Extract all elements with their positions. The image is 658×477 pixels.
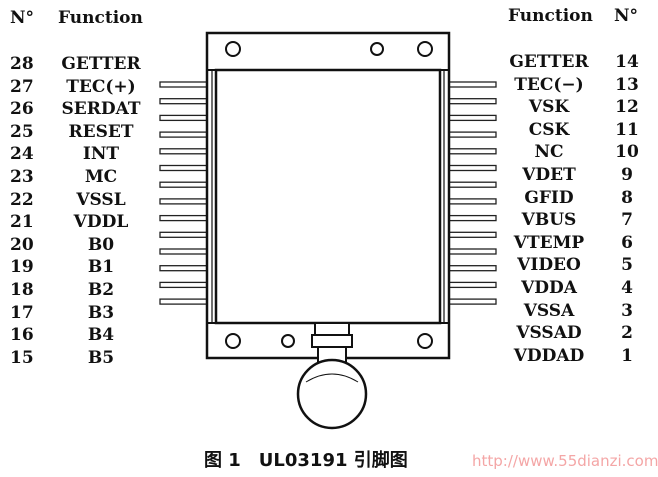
pin-number: 26 [10, 99, 34, 120]
pin-number: 2 [621, 323, 633, 344]
pin-number: 25 [10, 121, 34, 142]
pin-function: CSK [528, 119, 570, 140]
pin-function: VDDA [521, 278, 577, 298]
mounting-hole-bottom-middle [281, 334, 295, 348]
pin-function: VIDEO [517, 255, 581, 276]
pin-number: 5 [621, 255, 633, 276]
pin-function: B1 [87, 257, 115, 278]
pin-number: 8 [621, 187, 633, 208]
pin-number: 3 [621, 300, 633, 321]
pin-function: B4 [87, 325, 115, 346]
right-function-header: Function [508, 6, 593, 26]
pin-number: 22 [10, 189, 34, 210]
pin-function: VDDL [73, 212, 129, 233]
pin-function: B0 [87, 234, 115, 255]
pin-number: 10 [615, 142, 639, 163]
pin-function: VTEMP [513, 232, 585, 253]
mounting-hole-top-right [417, 41, 433, 57]
pin-function: VSSA [523, 300, 575, 321]
mounting-hole-top-left [225, 41, 241, 57]
pin-number: 4 [621, 278, 633, 298]
mounting-hole-bottom-right [417, 333, 433, 349]
pin-number: 20 [10, 234, 34, 255]
pin-function: VDDAD [513, 345, 585, 366]
pin-number: 13 [615, 74, 639, 95]
watermark-text: http://www.55dianzi.com [472, 452, 658, 470]
pin-number: 18 [10, 280, 34, 300]
pin-number: 11 [615, 119, 639, 140]
pin-number: 7 [621, 210, 633, 231]
pin-number: 16 [10, 325, 34, 346]
left-function-header: Function [58, 8, 143, 28]
pin-function: B5 [87, 347, 115, 368]
pin-number: 19 [10, 257, 34, 278]
pin-number: 6 [621, 232, 633, 253]
pin-number: 1 [621, 345, 633, 366]
right-number-header: N° [614, 6, 639, 26]
pin-function: VSSL [76, 189, 126, 210]
pin-function: GETTER [61, 54, 141, 74]
pin-number: 12 [615, 97, 639, 118]
pin-function: TEC(+) [66, 76, 136, 97]
pin-function: VDET [522, 165, 576, 185]
pin-number: 27 [10, 76, 34, 97]
pin-number: 9 [621, 165, 633, 185]
left-number-header: N° [10, 8, 35, 28]
pin-function: B3 [87, 302, 115, 323]
pin-function: VSK [528, 97, 570, 118]
getter-bulb [296, 358, 368, 430]
bulb-highlight [305, 373, 359, 383]
pin-number: 23 [10, 167, 34, 187]
pin-number: 17 [10, 302, 34, 323]
pin-function: GETTER [509, 52, 589, 72]
pin-number: 21 [10, 212, 34, 233]
pin-number: 24 [10, 144, 34, 165]
pin-number: 14 [615, 52, 639, 72]
pin-function: RESET [68, 121, 134, 142]
pin-function: GFID [524, 187, 574, 208]
pin-function: NC [534, 142, 564, 163]
tube-collar [314, 322, 350, 336]
pin-function: MC [84, 167, 118, 187]
pin-function: INT [82, 144, 120, 165]
pin-function: SERDAT [61, 99, 141, 120]
pin-function: VSSAD [516, 323, 582, 344]
tube-neck [311, 334, 353, 348]
mounting-hole-top-middle [370, 42, 384, 56]
pin-number: 28 [10, 54, 34, 74]
mounting-hole-bottom-left [225, 333, 241, 349]
pin-number: 15 [10, 347, 34, 368]
figure-caption: 图 1 UL03191 引脚图 [204, 450, 408, 471]
package-body [214, 68, 442, 325]
pin-function: VBUS [521, 210, 577, 231]
pin-function: TEC(−) [514, 74, 584, 95]
pin-function: B2 [87, 280, 115, 300]
